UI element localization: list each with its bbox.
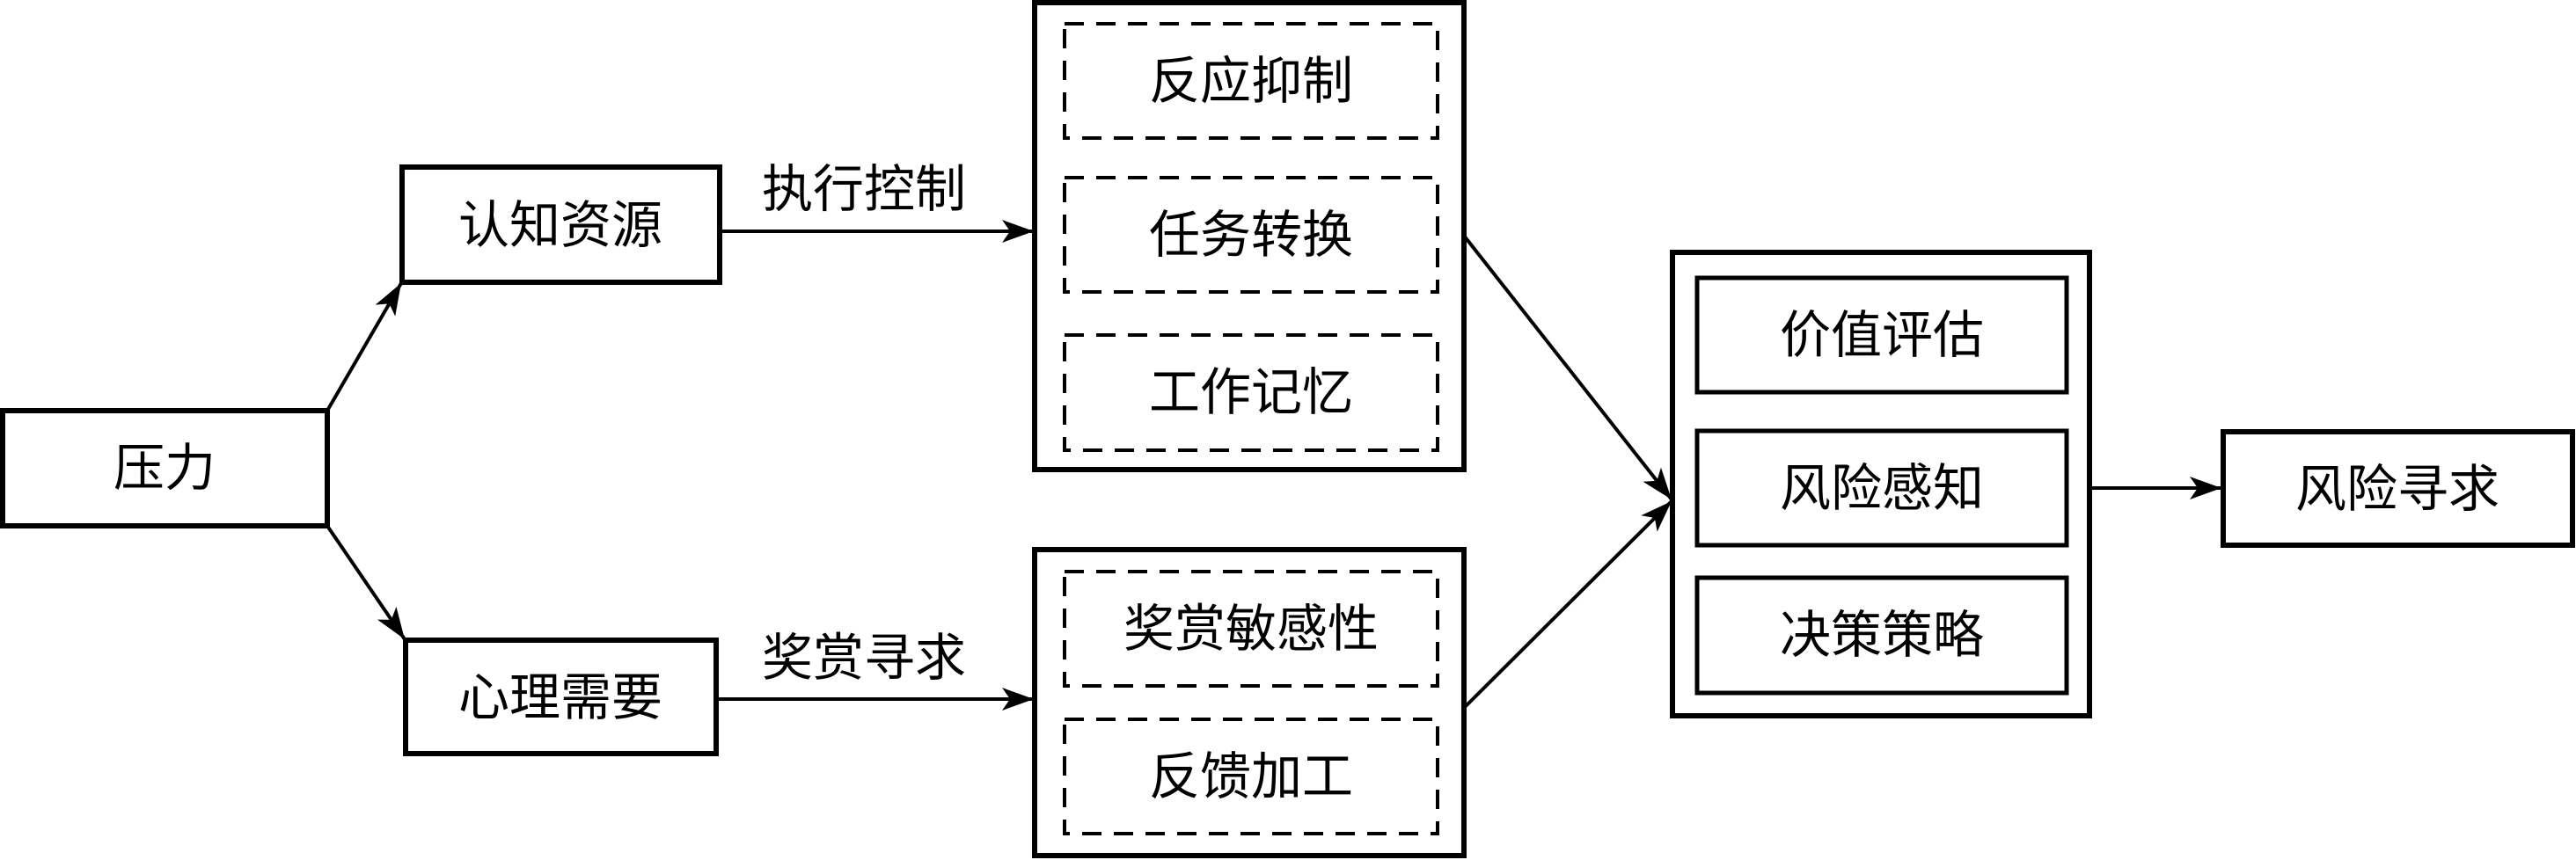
item-feedback-processing-label: 反馈加工 [1149,747,1353,806]
item-decision-strategy [1694,575,2069,696]
item-reward-sensitivity [1063,570,1439,688]
node-cognitive-resources: 认知资源 [399,164,722,285]
item-task-switching-label: 任务转换 [1149,205,1353,265]
node-risk-seeking: 风险寻求 [2221,429,2575,548]
edge-label-reward-seeking: 奖赏寻求 [762,628,966,688]
item-risk-perception-label: 风险感知 [1780,458,1984,518]
node-stress: 压力 [0,408,330,528]
item-response-inhibition [1063,22,1439,140]
edge-reward-to-decision [1462,499,1673,710]
node-cognitive-resources-label: 认知资源 [458,195,662,255]
item-working-memory [1063,333,1439,452]
item-working-memory-label: 工作记忆 [1149,362,1353,422]
item-decision-strategy-label: 决策策略 [1780,605,1984,665]
item-feedback-processing [1063,718,1439,835]
item-risk-perception [1694,428,2069,548]
edge-label-executive-control: 执行控制 [762,159,966,219]
item-task-switching [1063,176,1439,294]
node-psychological-needs-label: 心理需要 [458,667,662,727]
node-risk-seeking-label: 风险寻求 [2295,459,2499,519]
item-value-evaluation [1694,275,2069,395]
edge-executive-to-decision [1462,234,1673,501]
group-executive-functions: 反应抑制 任务转换 工作记忆 [1032,0,1467,472]
edge-stress-to-psychological [326,524,406,641]
item-value-evaluation-label: 价值评估 [1780,305,1984,365]
node-stress-label: 压力 [113,438,216,498]
group-decision-making: 价值评估 风险感知 决策策略 [1670,250,2092,718]
item-reward-sensitivity-label: 奖赏敏感性 [1123,599,1379,659]
item-response-inhibition-label: 反应抑制 [1149,51,1353,111]
group-reward-processing: 奖赏敏感性 反馈加工 [1032,547,1467,858]
node-psychological-needs: 心理需要 [403,638,719,756]
edge-stress-to-cognitive [326,281,403,412]
